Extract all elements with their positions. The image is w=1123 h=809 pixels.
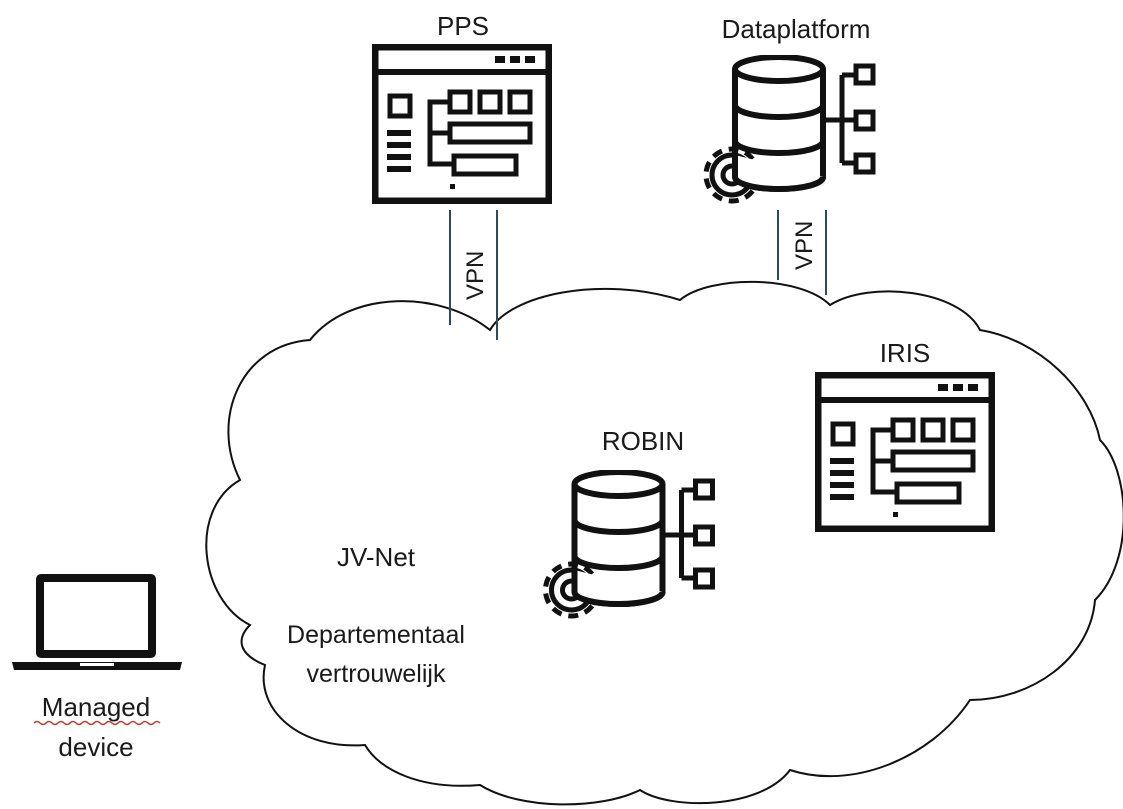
device-label-line-2: device [58, 732, 133, 762]
spellcheck-underline [33, 720, 161, 726]
dataplatform-node: Dataplatform [706, 14, 873, 201]
dataplatform-vpn-label: VPN [791, 221, 818, 270]
database-settings-icon [706, 57, 873, 201]
pps-vpn-label: VPN [462, 251, 489, 300]
web-app-icon [375, 47, 549, 201]
robin-label: ROBIN [602, 426, 684, 456]
robin-node: ROBIN [546, 426, 713, 616]
pps-node: PPS [375, 11, 549, 201]
network-name: JV-Net [337, 542, 416, 572]
device-label-line-1: Managed [42, 692, 150, 722]
iris-label: IRIS [880, 338, 931, 368]
managed-device-node: Managed device [33, 692, 161, 762]
web-app-icon [818, 375, 992, 529]
dataplatform-label: Dataplatform [722, 14, 871, 44]
pps-vpn-link: VPN [449, 210, 498, 340]
laptop-icon [12, 574, 182, 670]
classification-line-2: vertrouwelijk [307, 660, 446, 688]
dataplatform-vpn-link: VPN [777, 210, 827, 295]
pps-label: PPS [437, 11, 489, 41]
classification-line-1: Departementaal [287, 621, 465, 649]
iris-node: IRIS [818, 338, 992, 529]
